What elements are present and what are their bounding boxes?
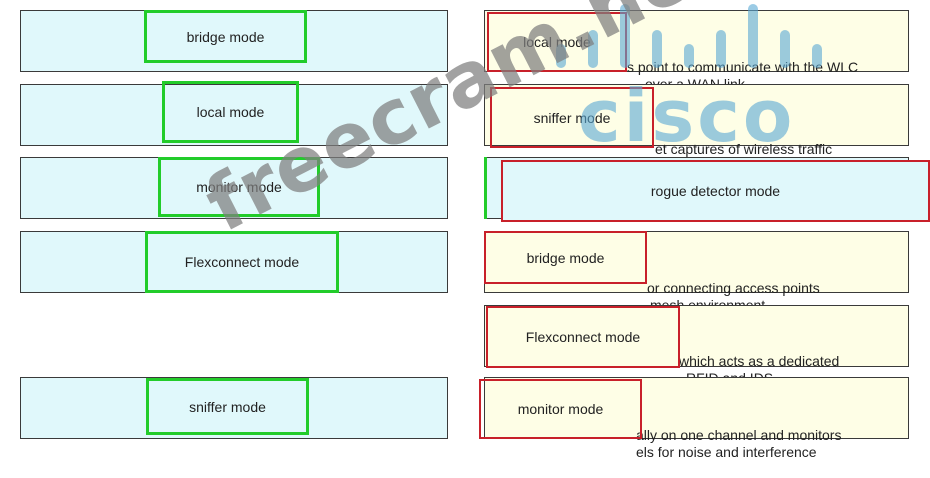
right-target-2	[484, 84, 909, 146]
green-edge	[484, 157, 487, 219]
left-option-sniffer-mode[interactable]: sniffer mode	[146, 378, 309, 435]
answer-label: monitor mode	[517, 401, 604, 417]
left-option-local-mode[interactable]: local mode	[162, 81, 299, 143]
left-slot-2	[20, 84, 448, 146]
left-option-bridge-mode[interactable]: bridge mode	[144, 10, 307, 63]
answer-label: rogue detector mode	[650, 183, 781, 199]
option-label: bridge mode	[186, 28, 265, 45]
right-target-1	[484, 10, 909, 72]
option-label: local mode	[196, 104, 265, 120]
left-option-monitor-mode[interactable]: monitor mode	[158, 157, 320, 217]
right-answer-rogue-detector-mode[interactable]: rogue detector mode	[501, 160, 930, 222]
right-description-2: et captures of wireless traffic	[655, 141, 833, 157]
answer-label: Flexconnect mode	[525, 329, 641, 345]
right-target-6	[484, 377, 909, 439]
right-target-5	[484, 305, 909, 367]
left-option-flexconnect-mode[interactable]: Flexconnect mode	[145, 231, 339, 293]
right-answer-local-mode[interactable]: local mode	[487, 12, 627, 72]
left-slot-5	[20, 377, 448, 439]
right-answer-flexconnect-mode[interactable]: Flexconnect mode	[486, 306, 680, 368]
answer-label: sniffer mode	[533, 109, 611, 126]
right-answer-sniffer-mode[interactable]: sniffer mode	[490, 87, 654, 148]
answer-label: bridge mode	[526, 249, 605, 266]
option-label: sniffer mode	[189, 398, 266, 415]
answer-label: local mode	[523, 34, 591, 50]
right-answer-monitor-mode[interactable]: monitor mode	[479, 379, 642, 439]
left-slot-3	[20, 157, 448, 219]
right-answer-bridge-mode[interactable]: bridge mode	[484, 231, 647, 284]
option-label: monitor mode	[196, 179, 282, 195]
option-label: Flexconnect mode	[184, 254, 300, 270]
left-slot-4	[20, 231, 448, 293]
